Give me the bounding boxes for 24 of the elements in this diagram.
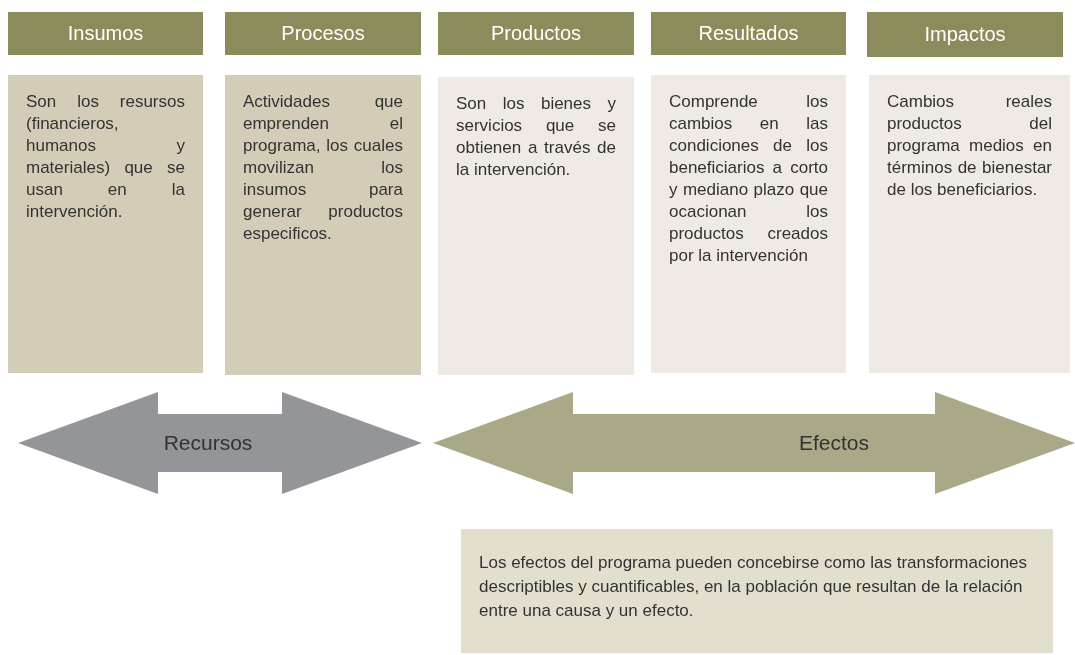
header-band	[651, 12, 846, 55]
header-band	[8, 12, 203, 55]
arrow-label: Recursos	[162, 431, 254, 455]
description-box	[225, 75, 421, 375]
description-text: Son los bienes y servicios que se obtienen a través de la intervención.	[456, 93, 616, 181]
note-text: Los efectos del programa pueden concebirse como las transformaciones descriptibles y cuantificables, en la población que resultan de la relación entre una causa y un efecto.	[479, 553, 1028, 620]
header-label: Procesos	[281, 22, 365, 45]
header-label: Resultados	[698, 22, 799, 45]
description-text: Comprende los cambios en las condiciones de los beneficiarios a corto y mediano plazo que ocacionan los productos creados por la intervención	[669, 91, 828, 267]
arrow-label: Efectos	[797, 431, 870, 455]
description-box	[651, 75, 846, 373]
header-label: Insumos	[67, 22, 144, 45]
description-text: Actividades que emprenden el programa, los cuales movilizan los insumos para generar productos especificos.	[243, 91, 403, 245]
description-box	[438, 77, 634, 375]
note-box	[461, 529, 1053, 653]
description-box	[869, 75, 1070, 373]
description-text: Son los resursos (financieros, humanos y materiales) que se usan en la intervención.	[26, 91, 185, 223]
header-label: Productos	[490, 22, 582, 45]
description-box	[8, 75, 203, 373]
header-band	[225, 12, 421, 55]
header-band	[867, 12, 1063, 57]
description-text: Cambios reales productos del programa medios en términos de bienestar de los beneficiarios.	[887, 91, 1052, 201]
header-label: Impactos	[924, 23, 1006, 46]
header-band	[438, 12, 634, 55]
